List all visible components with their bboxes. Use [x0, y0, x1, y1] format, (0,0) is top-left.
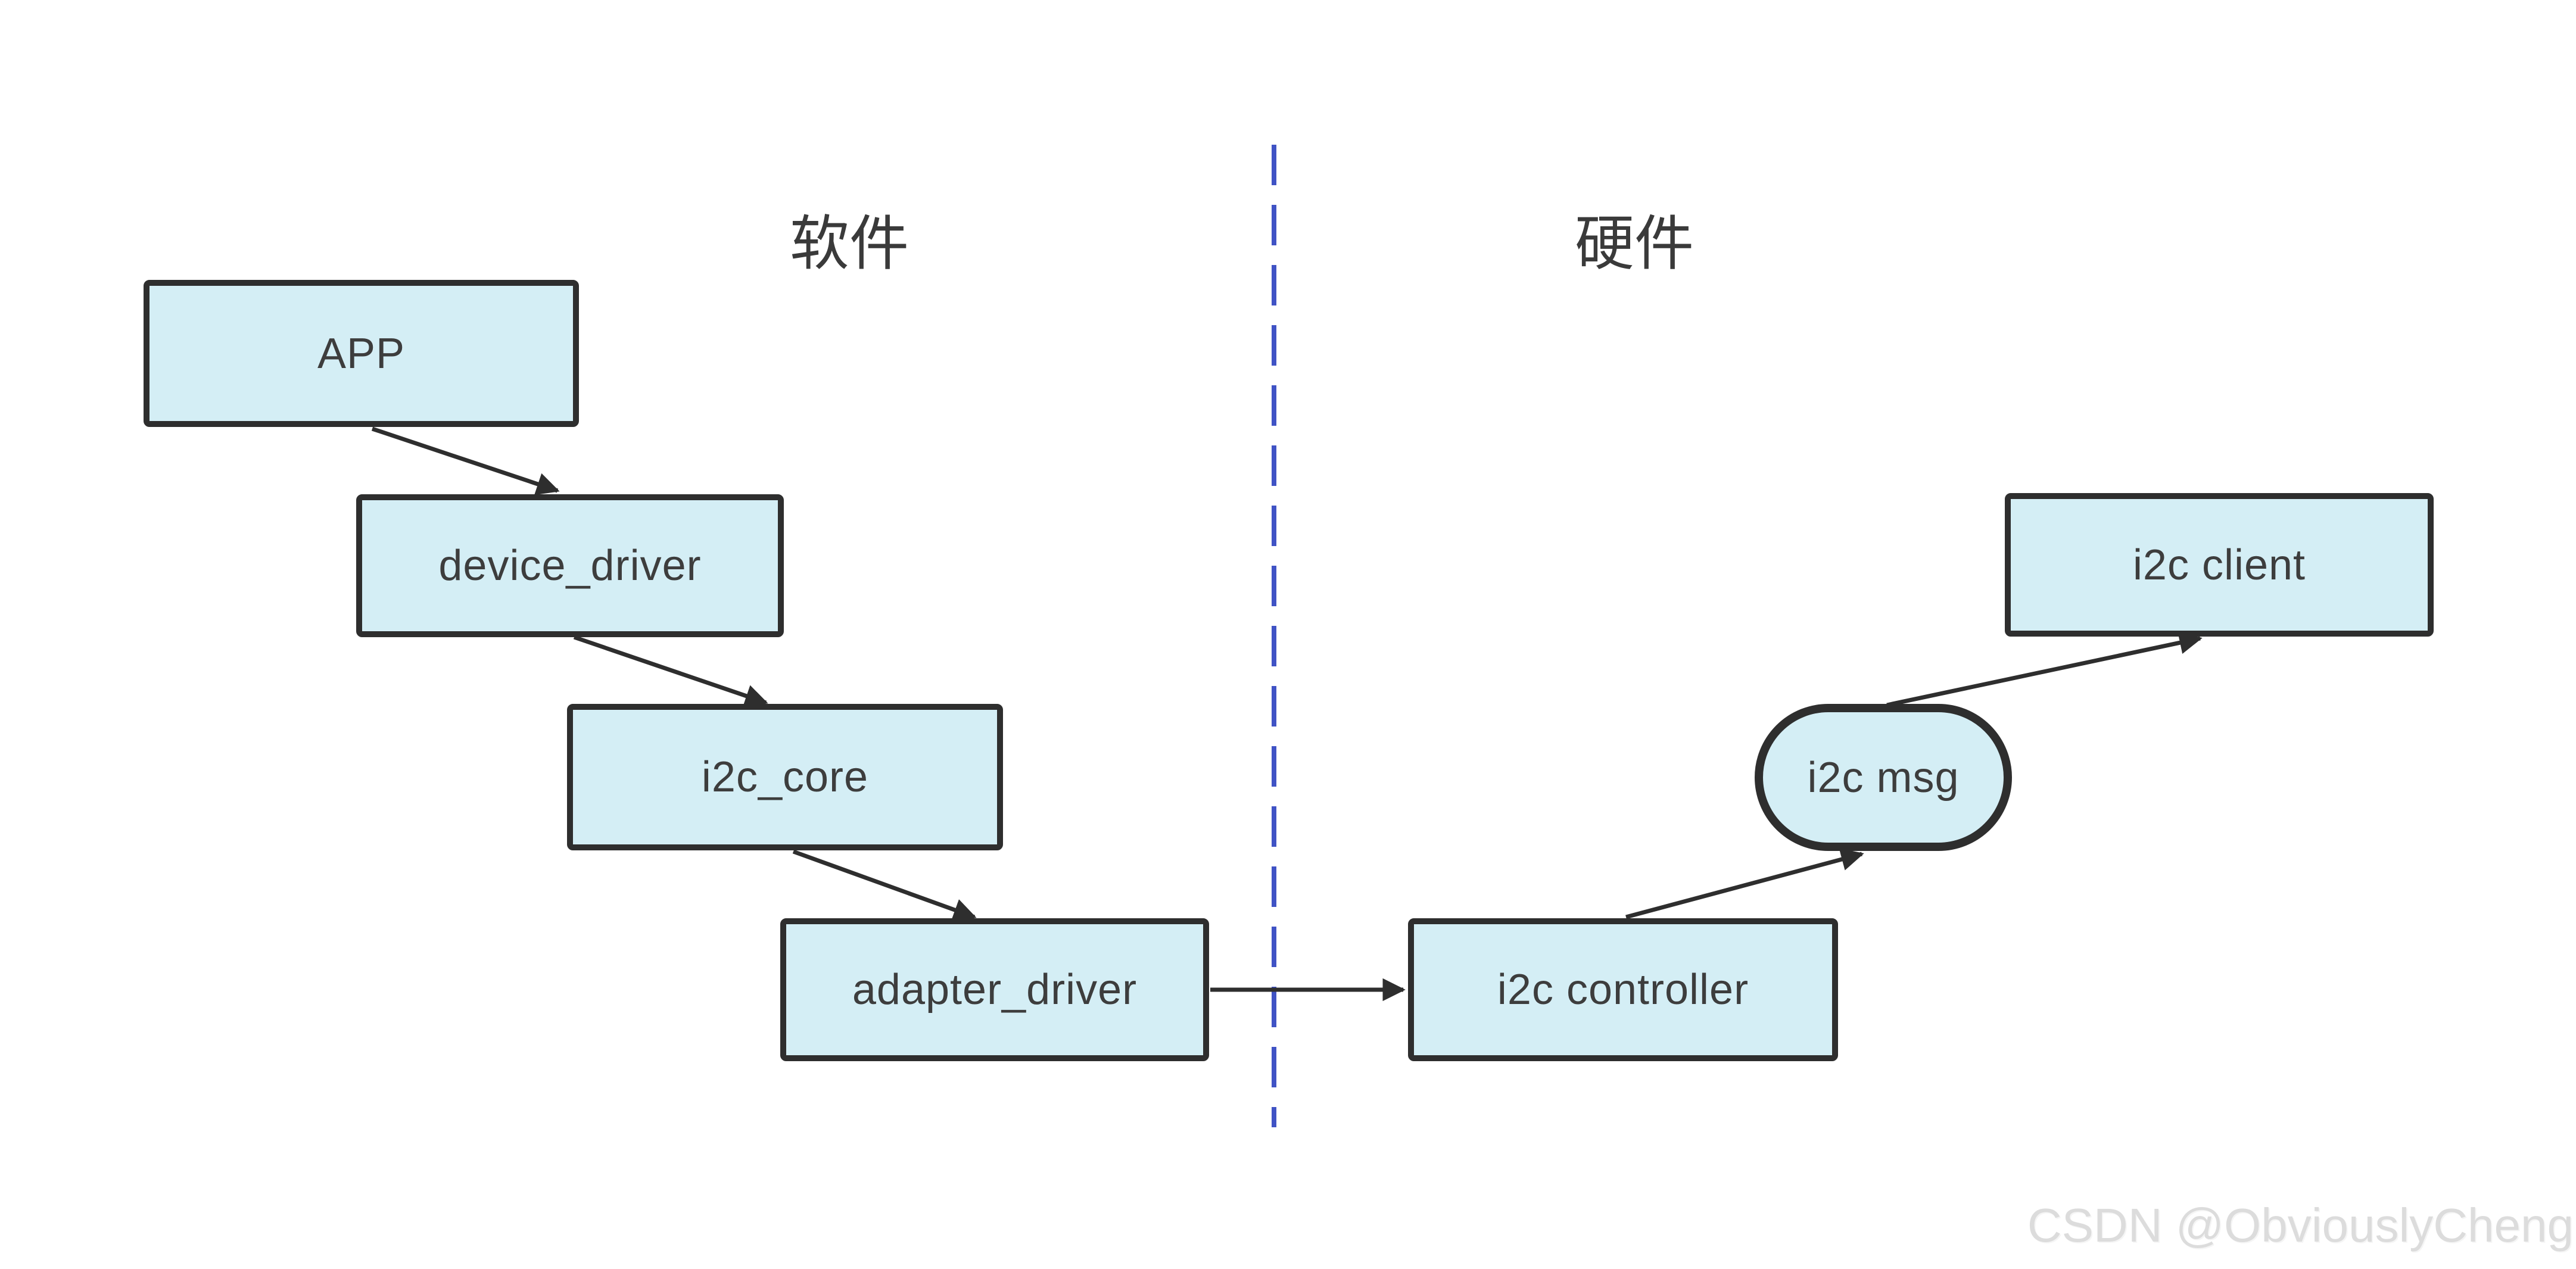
- arrow-i2c-controller-to-i2c-msg: [1625, 848, 1864, 919]
- section-label-hardware: 硬件: [1575, 210, 1694, 278]
- arrow-app-to-device-driver: [371, 426, 560, 495]
- node-i2c-core: i2c_core: [567, 704, 1003, 850]
- watermark: CSDN @ObviouslyCheng: [2027, 1199, 2574, 1252]
- arrow-i2c-msg-to-i2c-client: [1886, 631, 2203, 707]
- arrow-i2c-core-to-adapter-driver: [792, 849, 977, 921]
- node-i2c-msg: i2c msg: [1755, 704, 2012, 851]
- node-app: APP: [144, 280, 579, 427]
- node-i2c-controller: i2c controller: [1408, 918, 1838, 1061]
- node-device-driver: device_driver: [356, 494, 784, 637]
- node-adapter-driver: adapter_driver: [780, 918, 1209, 1061]
- arrow-device-driver-to-i2c-core: [573, 635, 768, 707]
- node-i2c-client: i2c client: [2005, 493, 2434, 637]
- section-label-software: 软件: [790, 210, 909, 278]
